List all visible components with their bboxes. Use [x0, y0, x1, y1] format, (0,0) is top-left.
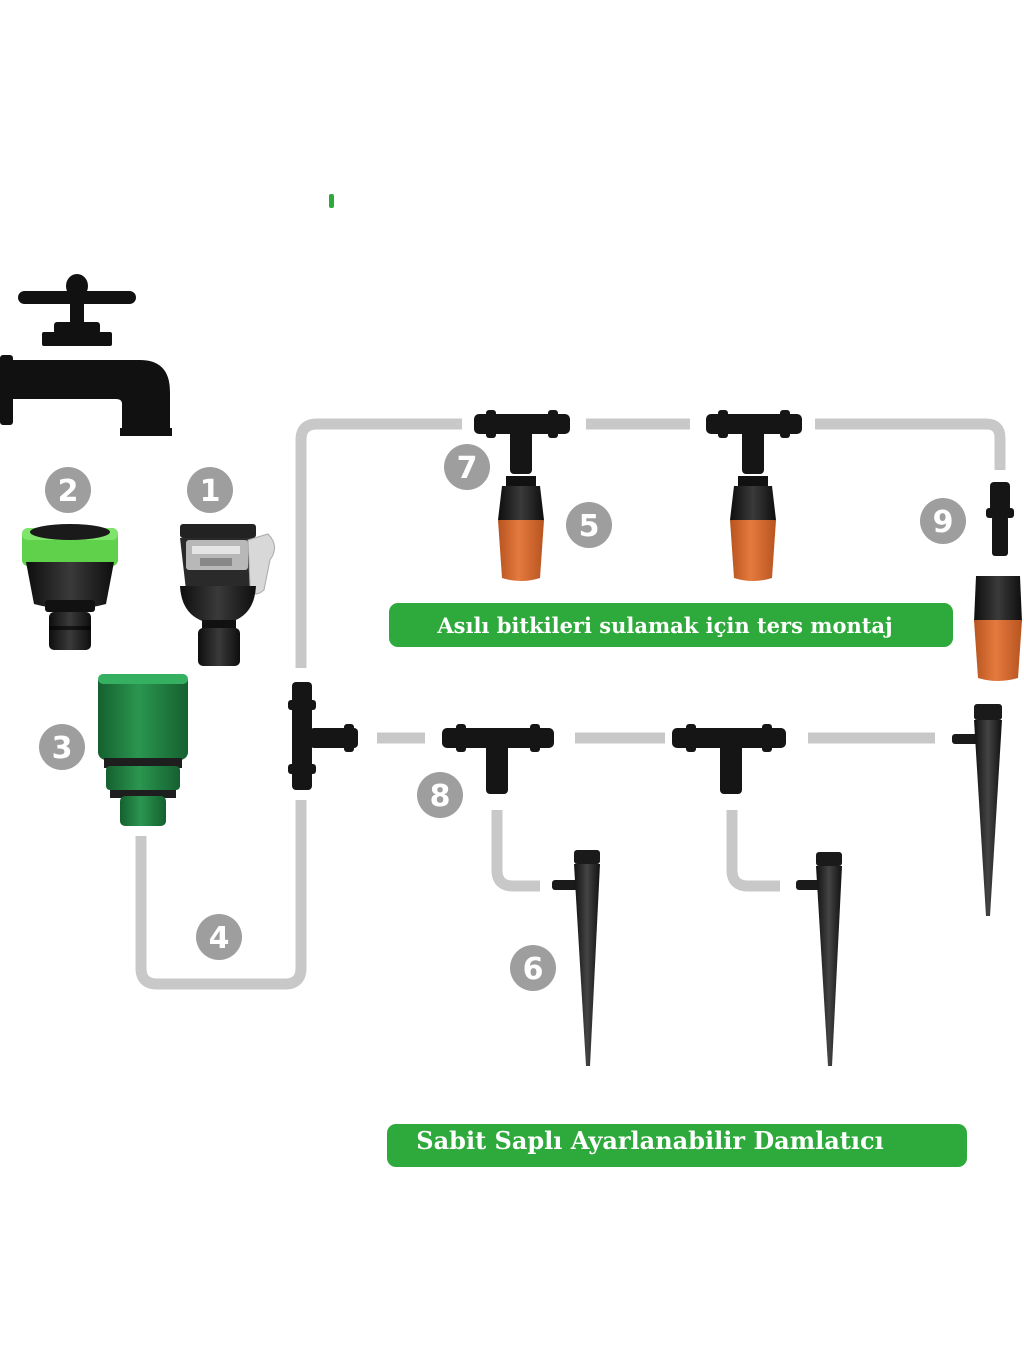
- tubing: [135, 418, 1006, 990]
- mid-tee-fitting-2: [672, 724, 786, 794]
- top-tee-fitting-2: [706, 410, 802, 474]
- badge-2: 2: [45, 467, 91, 513]
- main-tee-fitting: [288, 682, 358, 790]
- badge-6: 6: [510, 945, 556, 991]
- banner-hanging-plants: Asılı bitkileri sulamak için ters montaj: [389, 603, 953, 647]
- dripper-spike-2: [796, 852, 842, 1066]
- badge-4-label: 4: [209, 921, 230, 956]
- mid-tee-fitting-1: [442, 724, 554, 794]
- badge-4: 4: [196, 914, 242, 960]
- orange-nozzle-3: [974, 576, 1022, 681]
- tap-adapter-part-2: [22, 524, 118, 650]
- tube-drop-1: [491, 810, 540, 892]
- tube-top-2: [815, 418, 1006, 470]
- badge-2-label: 2: [58, 474, 79, 509]
- badge-7-label: 7: [457, 451, 478, 486]
- badge-5-label: 5: [579, 509, 600, 544]
- badge-6-label: 6: [523, 952, 544, 987]
- badge-1: 1: [187, 467, 233, 513]
- badge-5: 5: [566, 502, 612, 548]
- orange-nozzle-1: [498, 476, 544, 581]
- hose-coupler-part-3: [98, 674, 188, 826]
- banner-dripper: Sabit Saplı Ayarlanabilir Damlatıcı: [387, 1124, 967, 1167]
- barbed-connector-part-9: [986, 482, 1014, 556]
- top-tee-fitting-1: [474, 410, 570, 474]
- badge-8: 8: [417, 772, 463, 818]
- green-mark: [329, 194, 334, 208]
- badge-7: 7: [444, 444, 490, 490]
- dripper-spike-1: [552, 850, 600, 1066]
- badge-8-label: 8: [430, 779, 451, 814]
- badge-9: 9: [920, 498, 966, 544]
- tube-drop-2: [726, 810, 780, 892]
- badge-3: 3: [39, 724, 85, 770]
- tube-4: [135, 800, 307, 990]
- banner-dripper-text: Sabit Saplı Ayarlanabilir Damlatıcı: [416, 1126, 883, 1155]
- badge-3-label: 3: [52, 731, 73, 766]
- tube-riser: [295, 418, 462, 668]
- faucet-icon: [0, 274, 172, 436]
- badge-1-label: 1: [200, 474, 221, 509]
- badge-9-label: 9: [933, 505, 954, 540]
- tap-adapter-part-1: [180, 524, 275, 666]
- orange-nozzle-2: [730, 476, 776, 581]
- dripper-spike-3: [952, 704, 1002, 916]
- banner-hanging-plants-text: Asılı bitkileri sulamak için ters montaj: [436, 613, 892, 638]
